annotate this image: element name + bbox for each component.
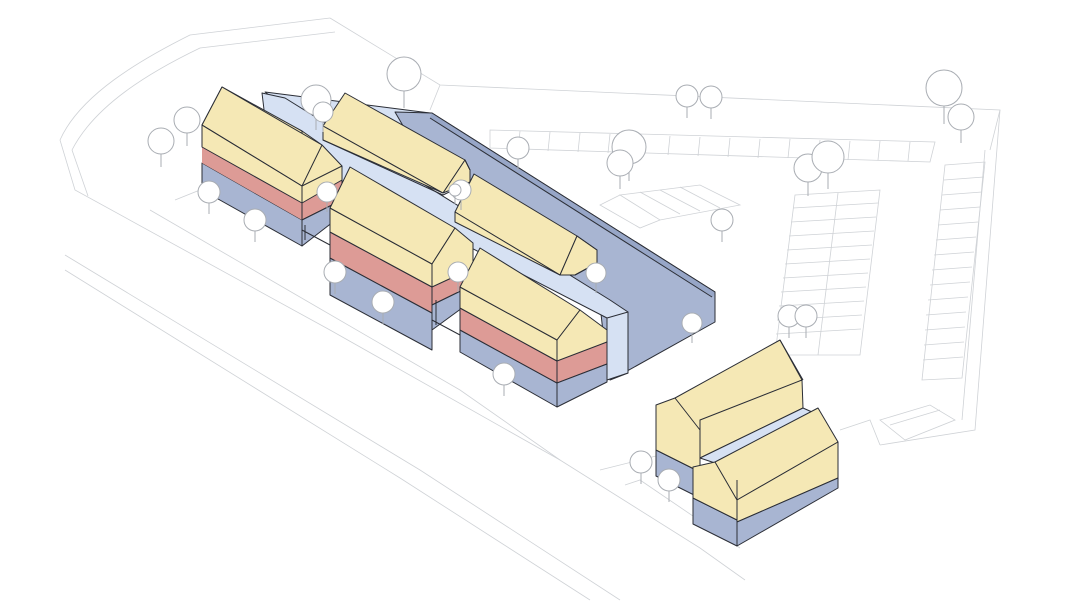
tree (447, 261, 469, 292)
tree (492, 362, 516, 396)
annex-back-wing (655, 339, 804, 499)
tree (243, 208, 267, 242)
parking-columns-right (774, 161, 986, 381)
annex-front-wing (692, 407, 839, 547)
tree (386, 56, 422, 108)
tree (657, 468, 681, 502)
tree (925, 69, 963, 124)
tree (312, 101, 334, 132)
tree (794, 304, 818, 338)
tree (197, 180, 221, 214)
trees (147, 56, 975, 502)
tree (316, 181, 338, 212)
building-b (322, 92, 471, 196)
tree (675, 84, 699, 118)
tree (699, 85, 723, 119)
site-context (59, 17, 1001, 601)
tree (606, 149, 634, 189)
annex-building-block (655, 339, 839, 547)
main-building-block (201, 86, 716, 408)
tree (173, 106, 201, 146)
tree (323, 260, 347, 294)
tree (371, 290, 395, 324)
tree (147, 127, 175, 167)
tree (710, 208, 734, 242)
tree (629, 450, 653, 484)
building-d (454, 173, 598, 276)
tree (585, 262, 607, 293)
parking-row-top (489, 129, 936, 163)
tree (947, 103, 975, 143)
tree (681, 312, 703, 343)
tree (448, 183, 462, 204)
parking-grid-middle (599, 184, 742, 229)
tree (506, 136, 530, 170)
tree (811, 140, 845, 189)
